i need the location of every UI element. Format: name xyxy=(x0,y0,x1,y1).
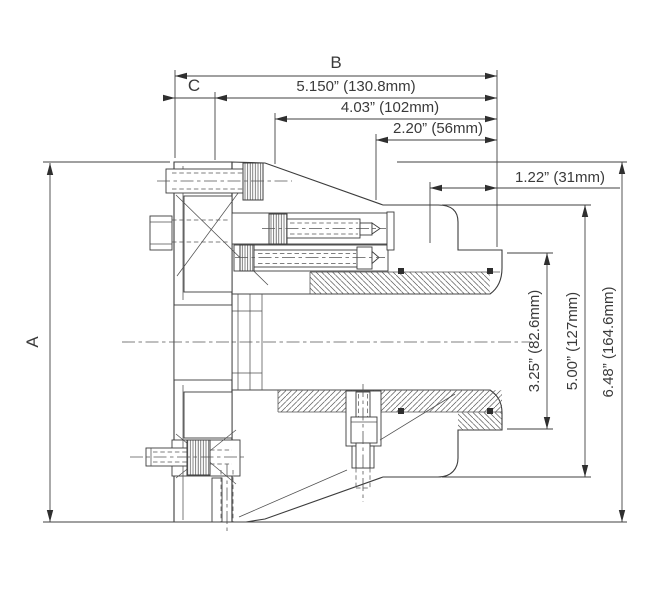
dimension-c: C xyxy=(163,76,215,102)
sleeve-band-bottom xyxy=(232,389,502,430)
pocket-back-top xyxy=(183,195,233,293)
extension-lines xyxy=(43,70,627,523)
dim-label-b: B xyxy=(330,53,341,72)
screw-middle-lower xyxy=(235,244,385,272)
dimension-220: 2.20” (56mm) xyxy=(376,120,497,144)
bolt-bottom-left xyxy=(130,439,247,476)
dimension-b: B xyxy=(175,53,497,80)
sleeve-band-top xyxy=(232,271,500,295)
dimension-325: 3.25” (82.6mm) xyxy=(526,253,551,429)
dim-label-500: 5.00” (127mm) xyxy=(564,292,581,390)
seam-key xyxy=(398,268,404,274)
dim-label-325: 3.25” (82.6mm) xyxy=(526,290,543,393)
stud-bottom-vertical xyxy=(350,384,378,502)
screw-middle-upper xyxy=(149,213,386,251)
dimension-403: 4.03” (102mm) xyxy=(275,99,497,123)
dim-label-122: 1.22” (31mm) xyxy=(515,169,605,186)
pocket-back-bottom xyxy=(183,391,233,439)
dim-label-220: 2.20” (56mm) xyxy=(393,120,483,137)
section-view xyxy=(122,161,530,534)
dimension-648: 6.48” (164.6mm) xyxy=(600,162,626,522)
seam-key xyxy=(398,408,404,414)
dim-label-403: 4.03” (102mm) xyxy=(341,99,439,116)
dimension-122: 1.22” (31mm) xyxy=(430,169,620,192)
dimension-500: 5.00” (127mm) xyxy=(564,205,589,477)
pocket-seam-gap xyxy=(386,211,395,251)
dimension-5150: 5.150” (130.8mm) xyxy=(215,78,497,102)
dimension-a: A xyxy=(23,163,54,522)
seam-key xyxy=(487,268,493,274)
backplate-bore xyxy=(173,304,233,381)
stud-top xyxy=(157,162,292,201)
pocket-gap-strip xyxy=(211,477,223,523)
dimensions: A B C 5.150” (130.8mm) 4.03” (102mm xyxy=(23,53,627,523)
hub-upper xyxy=(231,161,503,295)
dim-label-c: C xyxy=(188,76,200,95)
seam-key xyxy=(487,408,493,414)
dim-label-648: 6.48” (164.6mm) xyxy=(600,287,617,398)
dim-label-a: A xyxy=(23,336,42,348)
dim-label-5150: 5.150” (130.8mm) xyxy=(296,78,415,95)
